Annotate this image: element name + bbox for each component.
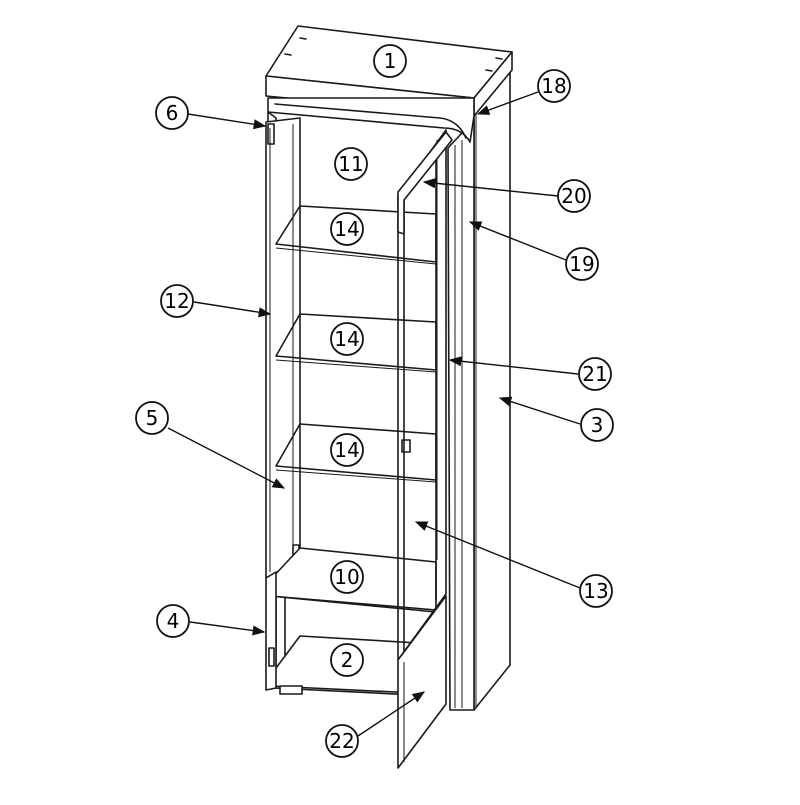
callout-12-label: 12 bbox=[164, 289, 189, 313]
callout-5: 5 bbox=[135, 401, 169, 435]
callout-21-label: 21 bbox=[582, 362, 607, 386]
cabinet-drawing bbox=[265, 25, 513, 769]
callout-13-label: 13 bbox=[583, 579, 608, 603]
leader-12 bbox=[193, 301, 272, 318]
leader-3 bbox=[498, 396, 581, 425]
callout-11: 11 bbox=[334, 147, 368, 181]
callout-12: 12 bbox=[160, 284, 194, 318]
callout-19-label: 19 bbox=[569, 252, 594, 276]
front-strip bbox=[447, 119, 475, 711]
callout-22: 22 bbox=[325, 724, 359, 758]
lower-door-right bbox=[397, 595, 447, 769]
leader-21 bbox=[448, 356, 579, 375]
callout-10: 10 bbox=[330, 560, 364, 594]
callout-14-mid: 14 bbox=[330, 322, 364, 356]
leader-18 bbox=[476, 91, 539, 115]
callout-20: 20 bbox=[557, 179, 591, 213]
door-top-profile bbox=[397, 131, 453, 235]
callout-6-label: 6 bbox=[166, 101, 179, 125]
callout-2-label: 2 bbox=[341, 648, 354, 672]
callout-18: 18 bbox=[537, 69, 571, 103]
callout-20-label: 20 bbox=[561, 184, 586, 208]
top-rail bbox=[267, 97, 475, 143]
callout-4-label: 4 bbox=[167, 609, 180, 633]
callout-1: 1 bbox=[373, 44, 407, 78]
callout-2: 2 bbox=[330, 643, 364, 677]
callout-14-bottom-label: 14 bbox=[334, 438, 359, 462]
callout-4: 4 bbox=[156, 604, 190, 638]
leader-5 bbox=[167, 427, 286, 489]
callout-14-top: 14 bbox=[330, 212, 364, 246]
callout-1-label: 1 bbox=[384, 49, 397, 73]
callout-14-top-label: 14 bbox=[334, 217, 359, 241]
leader-6 bbox=[187, 113, 267, 130]
callout-19: 19 bbox=[565, 247, 599, 281]
callout-22-label: 22 bbox=[329, 729, 354, 753]
callout-6: 6 bbox=[155, 96, 189, 130]
callout-3: 3 bbox=[580, 408, 614, 442]
leader-20 bbox=[422, 178, 559, 197]
leader-4 bbox=[189, 621, 266, 636]
leader-13 bbox=[414, 521, 581, 589]
callout-14-mid-label: 14 bbox=[334, 327, 359, 351]
callout-10-label: 10 bbox=[334, 565, 359, 589]
leader-22 bbox=[357, 691, 426, 737]
leader-lines bbox=[167, 91, 581, 737]
callout-14-bottom: 14 bbox=[330, 433, 364, 467]
callout-18-label: 18 bbox=[541, 74, 566, 98]
leader-19 bbox=[468, 221, 567, 261]
glass-door-right bbox=[397, 129, 447, 661]
callout-11-label: 11 bbox=[338, 152, 363, 176]
callout-3-label: 3 bbox=[591, 413, 604, 437]
callout-5-label: 5 bbox=[146, 406, 159, 430]
side-panel-right bbox=[473, 55, 511, 711]
callout-13: 13 bbox=[579, 574, 613, 608]
lower-door-left bbox=[265, 571, 277, 691]
callout-21: 21 bbox=[578, 357, 612, 391]
